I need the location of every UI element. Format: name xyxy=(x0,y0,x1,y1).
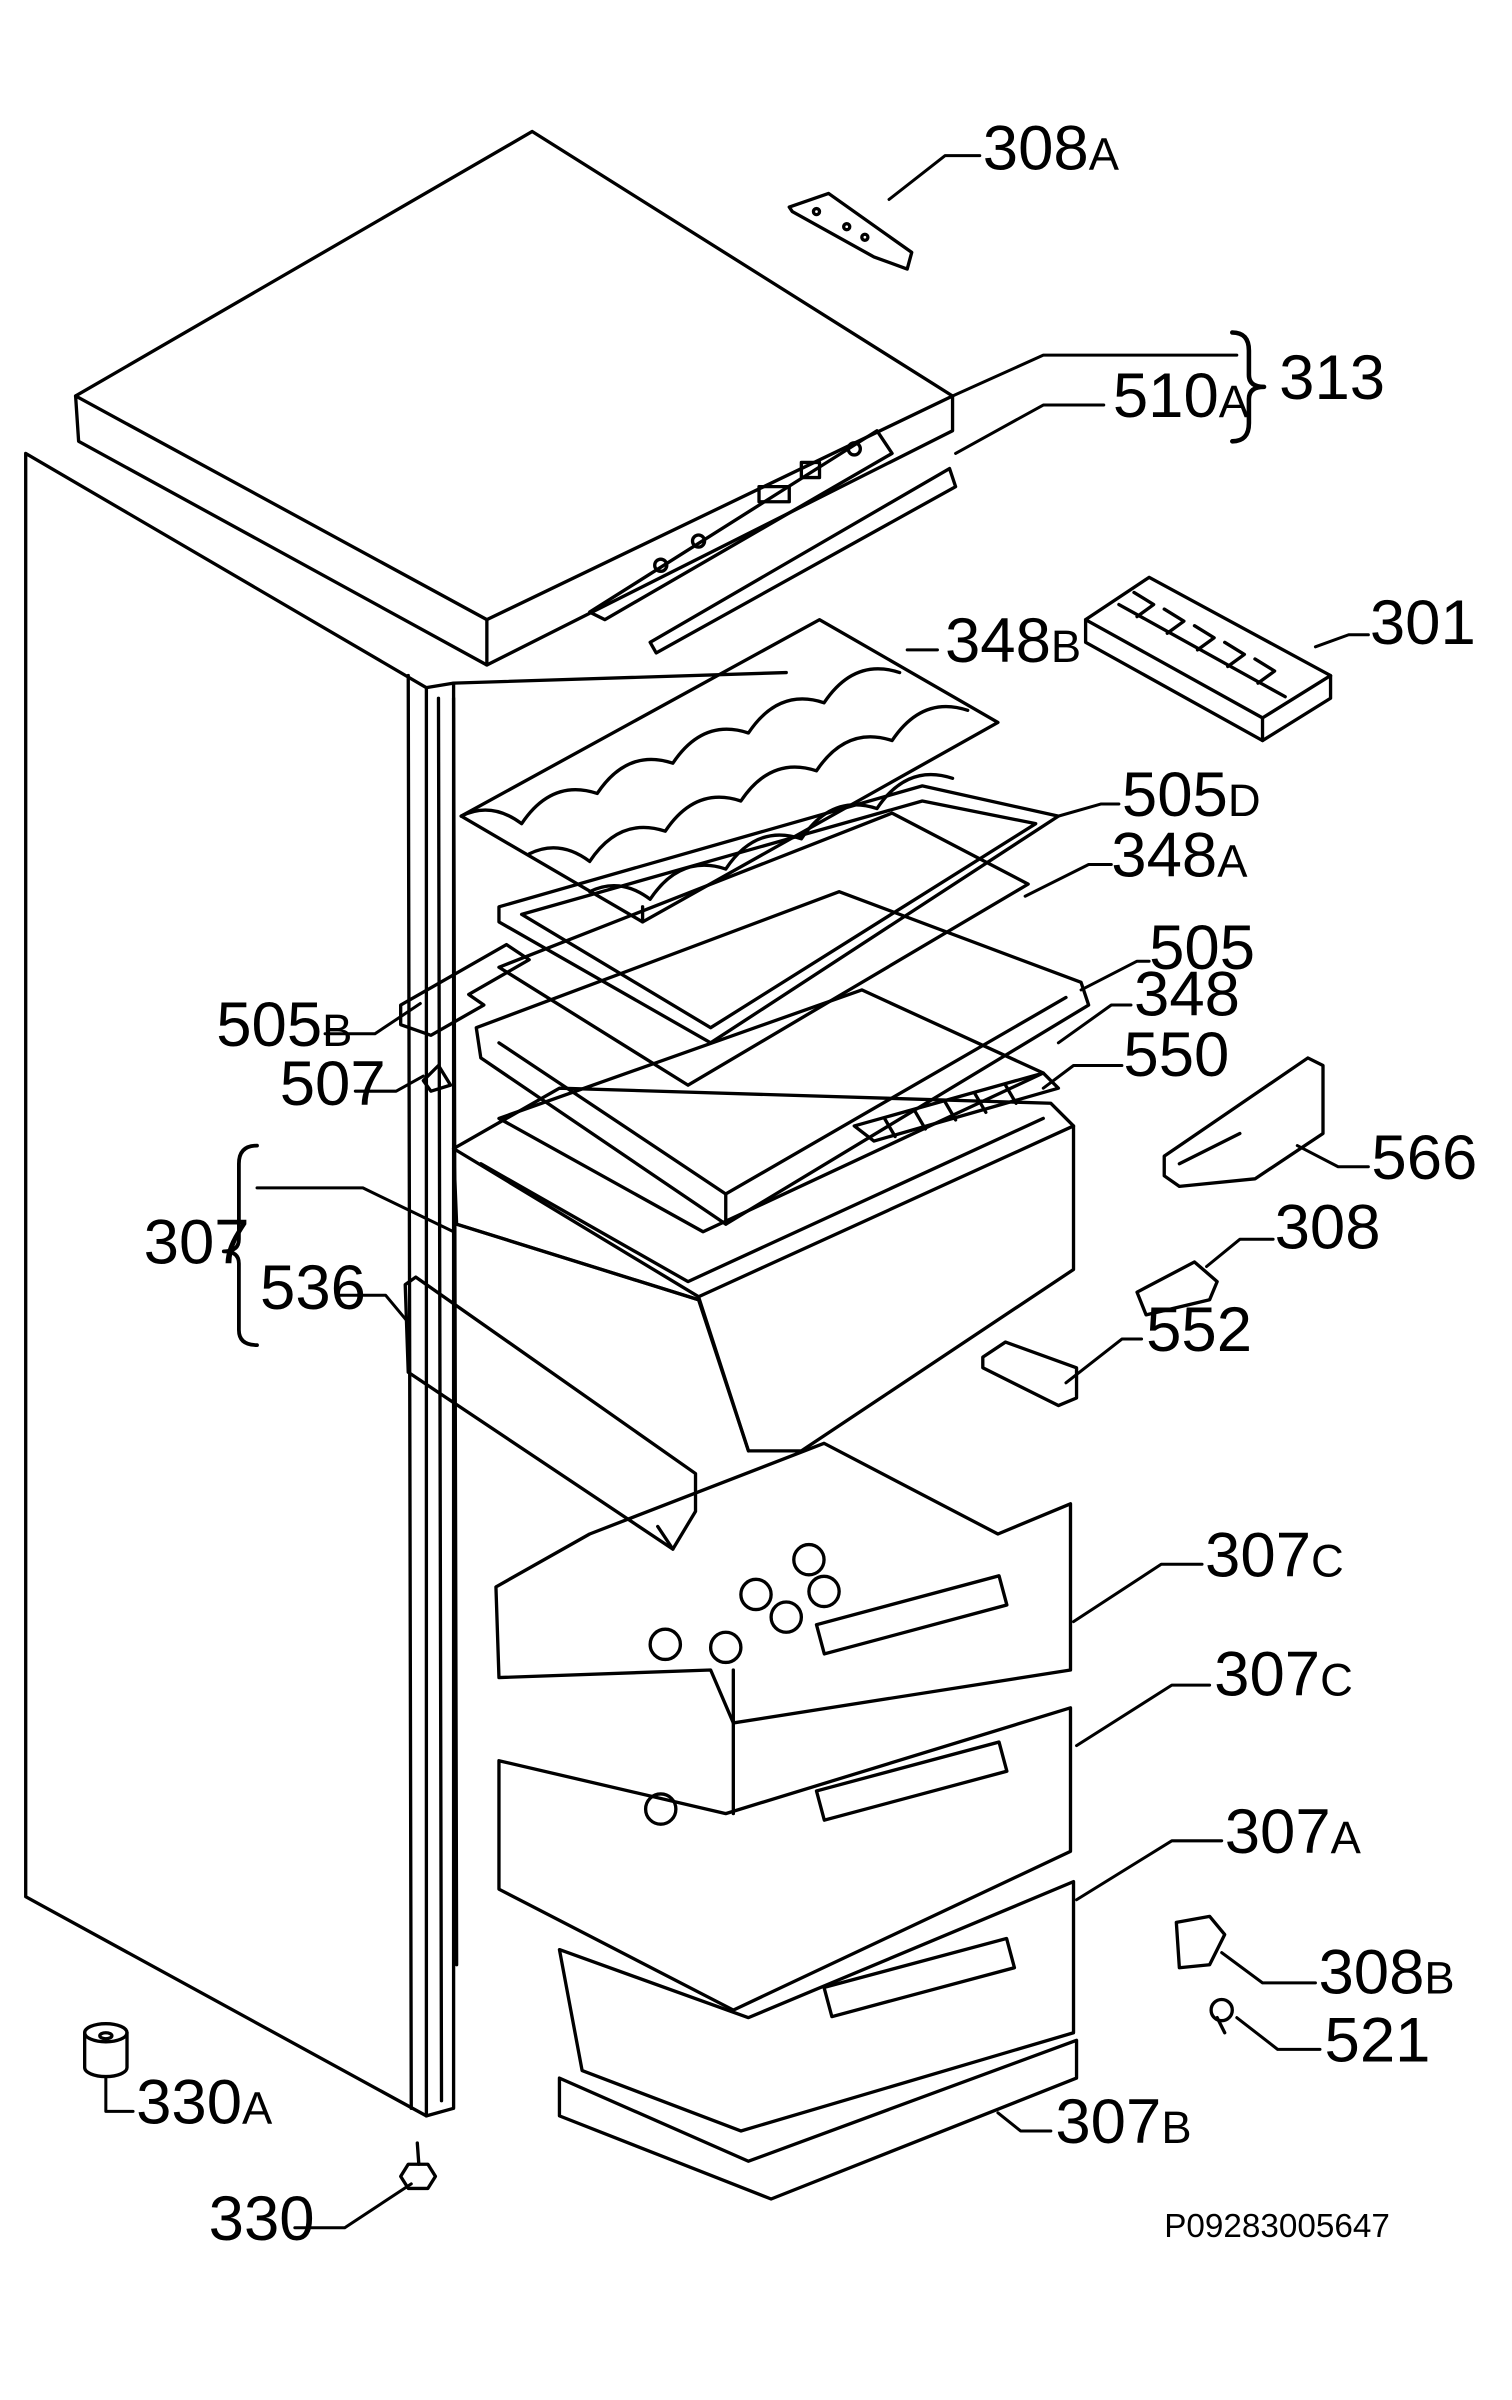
base-tray-307b xyxy=(557,2038,1079,2201)
screw-521 xyxy=(1209,1997,1234,2035)
bottle-rack xyxy=(459,617,1000,924)
cabinet-body xyxy=(24,451,788,2118)
callout-301: 301 xyxy=(1370,588,1476,658)
brace-313 xyxy=(1230,330,1267,444)
callout-330a: 330A xyxy=(136,2067,273,2137)
drawer-307c-upper xyxy=(494,1441,1073,1816)
callout-507: 507 xyxy=(280,1049,386,1119)
clip-507 xyxy=(421,1063,453,1093)
callout-307c-1: 307C xyxy=(1205,1520,1344,1590)
shelf-frame-505d xyxy=(497,784,1061,1045)
slide-rail-552 xyxy=(981,1340,1079,1408)
callout-552: 552 xyxy=(1146,1295,1252,1365)
drawer-307a xyxy=(557,1879,1076,2133)
hinge-plate-308a xyxy=(787,191,914,271)
callout-510a: 510A xyxy=(1113,361,1250,431)
callout-505: 505 xyxy=(1149,913,1255,983)
callout-307c-2: 307C xyxy=(1214,1640,1353,1710)
hinge-308b xyxy=(1174,1914,1227,1970)
glass-shelf-348a xyxy=(497,811,1030,1087)
front-flap-536 xyxy=(403,1275,698,1551)
callout-536: 536 xyxy=(260,1253,366,1323)
drawer-307c-lower xyxy=(497,1706,1073,2012)
callout-307a: 307A xyxy=(1225,1797,1362,1867)
callout-566: 566 xyxy=(1371,1123,1477,1193)
upper-drawer-307 xyxy=(451,1086,1076,1453)
leader-lines xyxy=(104,154,1370,2230)
shelf-bracket-505b xyxy=(399,942,531,1037)
callout-348b: 348B xyxy=(945,606,1081,676)
control-panel-knobs xyxy=(653,441,862,573)
ice-tray xyxy=(1083,575,1333,743)
callout-348a: 348A xyxy=(1111,821,1248,891)
leveling-foot-330 xyxy=(399,2141,438,2191)
callout-307: 307 xyxy=(144,1207,250,1277)
callout-308: 308 xyxy=(1275,1192,1381,1262)
callout-330: 330 xyxy=(209,2184,315,2254)
front-trim-strip xyxy=(648,466,958,655)
drawing-code: P09283005647 xyxy=(1164,2208,1390,2245)
callout-308b: 308B xyxy=(1318,1937,1454,2007)
callout-505d: 505D xyxy=(1122,760,1261,830)
callout-505b: 505B xyxy=(216,990,352,1060)
callout-348: 348 xyxy=(1134,960,1240,1030)
hinge-308 xyxy=(1135,1260,1219,1317)
callout-307b: 307B xyxy=(1055,2087,1191,2157)
drawer-divider-550 xyxy=(852,1071,1061,1143)
callout-308a: 308A xyxy=(983,113,1120,183)
brace-307 xyxy=(221,1143,259,1347)
callout-521: 521 xyxy=(1325,2005,1431,2075)
bracket-566 xyxy=(1162,1056,1325,1189)
callout-550: 550 xyxy=(1123,1020,1229,1090)
callout-313: 313 xyxy=(1279,343,1385,413)
top-cover xyxy=(73,129,955,667)
